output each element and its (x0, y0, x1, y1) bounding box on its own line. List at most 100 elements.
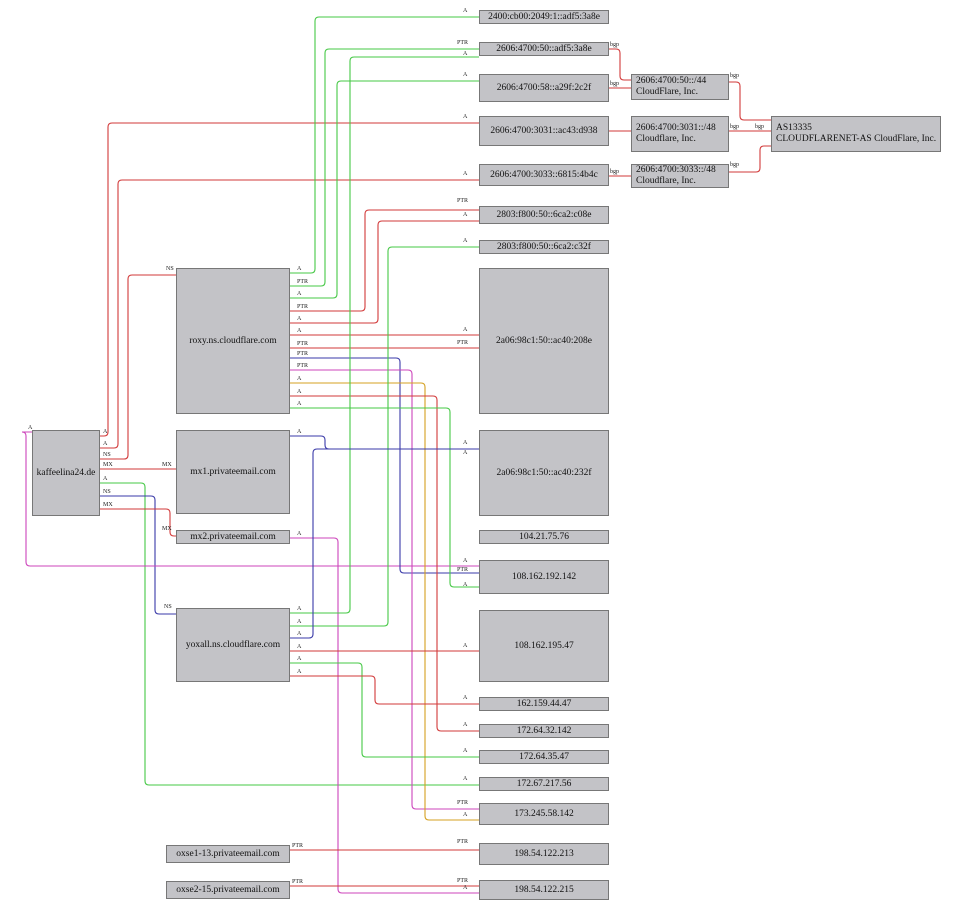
edge-kaffeelina-mx2-mx (100, 508, 176, 537)
node-label: 2606:4700:50::adf5:3a8e (496, 43, 592, 54)
node-ip2[interactable]: 2606:4700:50::adf5:3a8e (479, 42, 609, 56)
node-ip4[interactable]: 2606:4700:3031::ac43:d938 (479, 116, 609, 146)
node-ip1[interactable]: 2400:cb00:2049:1::adf5:3a8e (479, 10, 609, 24)
node-label: 172.67.217.56 (516, 778, 572, 789)
node-ip18[interactable]: 198.54.122.213 (479, 843, 609, 865)
edge-label-target: PTR (457, 567, 469, 573)
node-label: 2606:4700:3033::6815:4b4c (490, 169, 598, 180)
edge-roxy-ip11-ptr (290, 357, 479, 574)
edge-label-source: A (297, 531, 302, 537)
edge-label-target: A (463, 440, 468, 446)
edge-label-source: PTR (297, 363, 309, 369)
node-ip11[interactable]: 108.162.192.142 (479, 560, 609, 594)
edge-kaffeelina-ip4-a (100, 122, 479, 437)
edge-label-source: PTR (297, 304, 309, 310)
edge-roxy-ip14-a (290, 395, 479, 732)
edge-label-source: PTR (297, 341, 309, 347)
edge-label-target: A (463, 212, 468, 218)
node-sublabel: CloudFlare, Inc. (636, 87, 699, 97)
node-ip6[interactable]: 2803:f800:50::6ca2:c08e (479, 206, 609, 224)
node-sublabel: CLOUDFLARENET-AS CloudFlare, Inc. (776, 134, 937, 144)
node-mx2[interactable]: mx2.privateemail.com (176, 530, 290, 544)
edge-label-target: A (463, 695, 468, 701)
node-ip3[interactable]: 2606:4700:58::a29f:2c2f (479, 74, 609, 102)
node-label: 162.159.44.47 (516, 698, 572, 709)
edge-label-target: MX (162, 526, 172, 532)
node-label: mx1.privateemail.com (190, 466, 276, 477)
edge-label-target: A (463, 776, 468, 782)
edge-label-source: A (297, 291, 302, 297)
node-kaffeelina[interactable]: kaffeelina24.de (32, 430, 100, 516)
node-oxse2[interactable]: oxse2-15.privateemail.com (166, 881, 290, 899)
node-label: 2803:f800:50::6ca2:c32f (497, 241, 591, 252)
node-ip8[interactable]: 2a06:98c1:50::ac40:208e (479, 268, 609, 414)
edge-label-source: PTR (297, 351, 309, 357)
node-label: oxse2-15.privateemail.com (176, 884, 280, 895)
edge-roxy-ip2-ptr (290, 48, 479, 287)
node-ip12[interactable]: 108.162.195.47 (479, 610, 609, 682)
node-ip9[interactable]: 2a06:98c1:50::ac40:232f (479, 430, 609, 516)
node-ip16[interactable]: 172.67.217.56 (479, 777, 609, 791)
edge-label-source: A (297, 606, 302, 612)
edge-label-target: A (463, 114, 468, 120)
edge-kaffeelina-ip5-a (100, 179, 479, 449)
node-label: roxy.ns.cloudflare.com (189, 335, 277, 346)
edge-yoxall-ip2-a (290, 56, 479, 614)
node-label: 104.21.75.76 (519, 531, 569, 542)
edge-label-target: A (463, 327, 468, 333)
node-label: 2400:cb00:2049:1::adf5:3a8e (488, 11, 600, 22)
edge-label-source: bgp (730, 124, 739, 130)
node-label: AS13335 (776, 123, 812, 134)
edge-kaffeelina-ip10-a (21, 431, 479, 567)
edge-label-source: MX (103, 462, 113, 468)
node-ip7[interactable]: 2803:f800:50::6ca2:c32f (479, 240, 609, 254)
node-roxy[interactable]: roxy.ns.cloudflare.com (176, 268, 290, 414)
node-label: 2606:4700:58::a29f:2c2f (496, 82, 592, 93)
node-ip17[interactable]: 173.245.58.142 (479, 803, 609, 825)
edge-yoxall-ip9-a (290, 448, 479, 639)
edge-roxy-ip6-ptr (290, 209, 479, 312)
edge-kaffeelina-roxy-ns (100, 274, 176, 460)
edge-kaffeelina-yoxall-ns (100, 495, 176, 615)
edge-net3-as-bgp (729, 145, 771, 173)
node-label: 2a06:98c1:50::ac40:208e (495, 335, 593, 346)
edge-label-target: PTR (457, 839, 469, 845)
edge-label-source: PTR (292, 879, 304, 885)
edge-label-source: bgp (610, 81, 619, 87)
node-sublabel: Cloudflare, Inc. (636, 134, 696, 144)
edge-label-target: MX (162, 462, 172, 468)
edge-roxy-ip3-a (290, 80, 479, 299)
edge-roxy-ip11-a (290, 407, 479, 588)
edge-label-source: A (297, 389, 302, 395)
edge-label-source: A (103, 441, 108, 447)
edge-label-source: A (103, 476, 108, 482)
node-label: 198.54.122.213 (514, 848, 574, 859)
node-label: 172.64.32.142 (516, 725, 572, 736)
node-ip19[interactable]: 198.54.122.215 (479, 880, 609, 900)
node-yoxall[interactable]: yoxall.ns.cloudflare.com (176, 608, 290, 682)
edge-label-source: bgp (730, 73, 739, 79)
node-label: yoxall.ns.cloudflare.com (185, 639, 281, 650)
node-oxse1[interactable]: oxse1-13.privateemail.com (166, 845, 290, 863)
node-ip13[interactable]: 162.159.44.47 (479, 697, 609, 711)
edge-ip2-net1-bgp (609, 48, 631, 81)
node-ip10[interactable]: 104.21.75.76 (479, 530, 609, 544)
node-ip5[interactable]: 2606:4700:3033::6815:4b4c (479, 164, 609, 186)
edge-yoxall-ip13-a (290, 675, 479, 705)
node-ip14[interactable]: 172.64.32.142 (479, 724, 609, 738)
node-ip15[interactable]: 172.64.35.47 (479, 750, 609, 764)
edge-label-target: A (463, 748, 468, 754)
edge-kaffeelina-ip16-a (100, 482, 479, 786)
node-mx1[interactable]: mx1.privateemail.com (176, 430, 290, 514)
edge-label-source: A (297, 631, 302, 637)
edge-label-target: A (463, 238, 468, 244)
edge-label-source: A (28, 425, 33, 431)
edge-roxy-ip17-a (290, 382, 479, 821)
edge-label-target: A (463, 643, 468, 649)
edge-label-target: PTR (457, 800, 469, 806)
